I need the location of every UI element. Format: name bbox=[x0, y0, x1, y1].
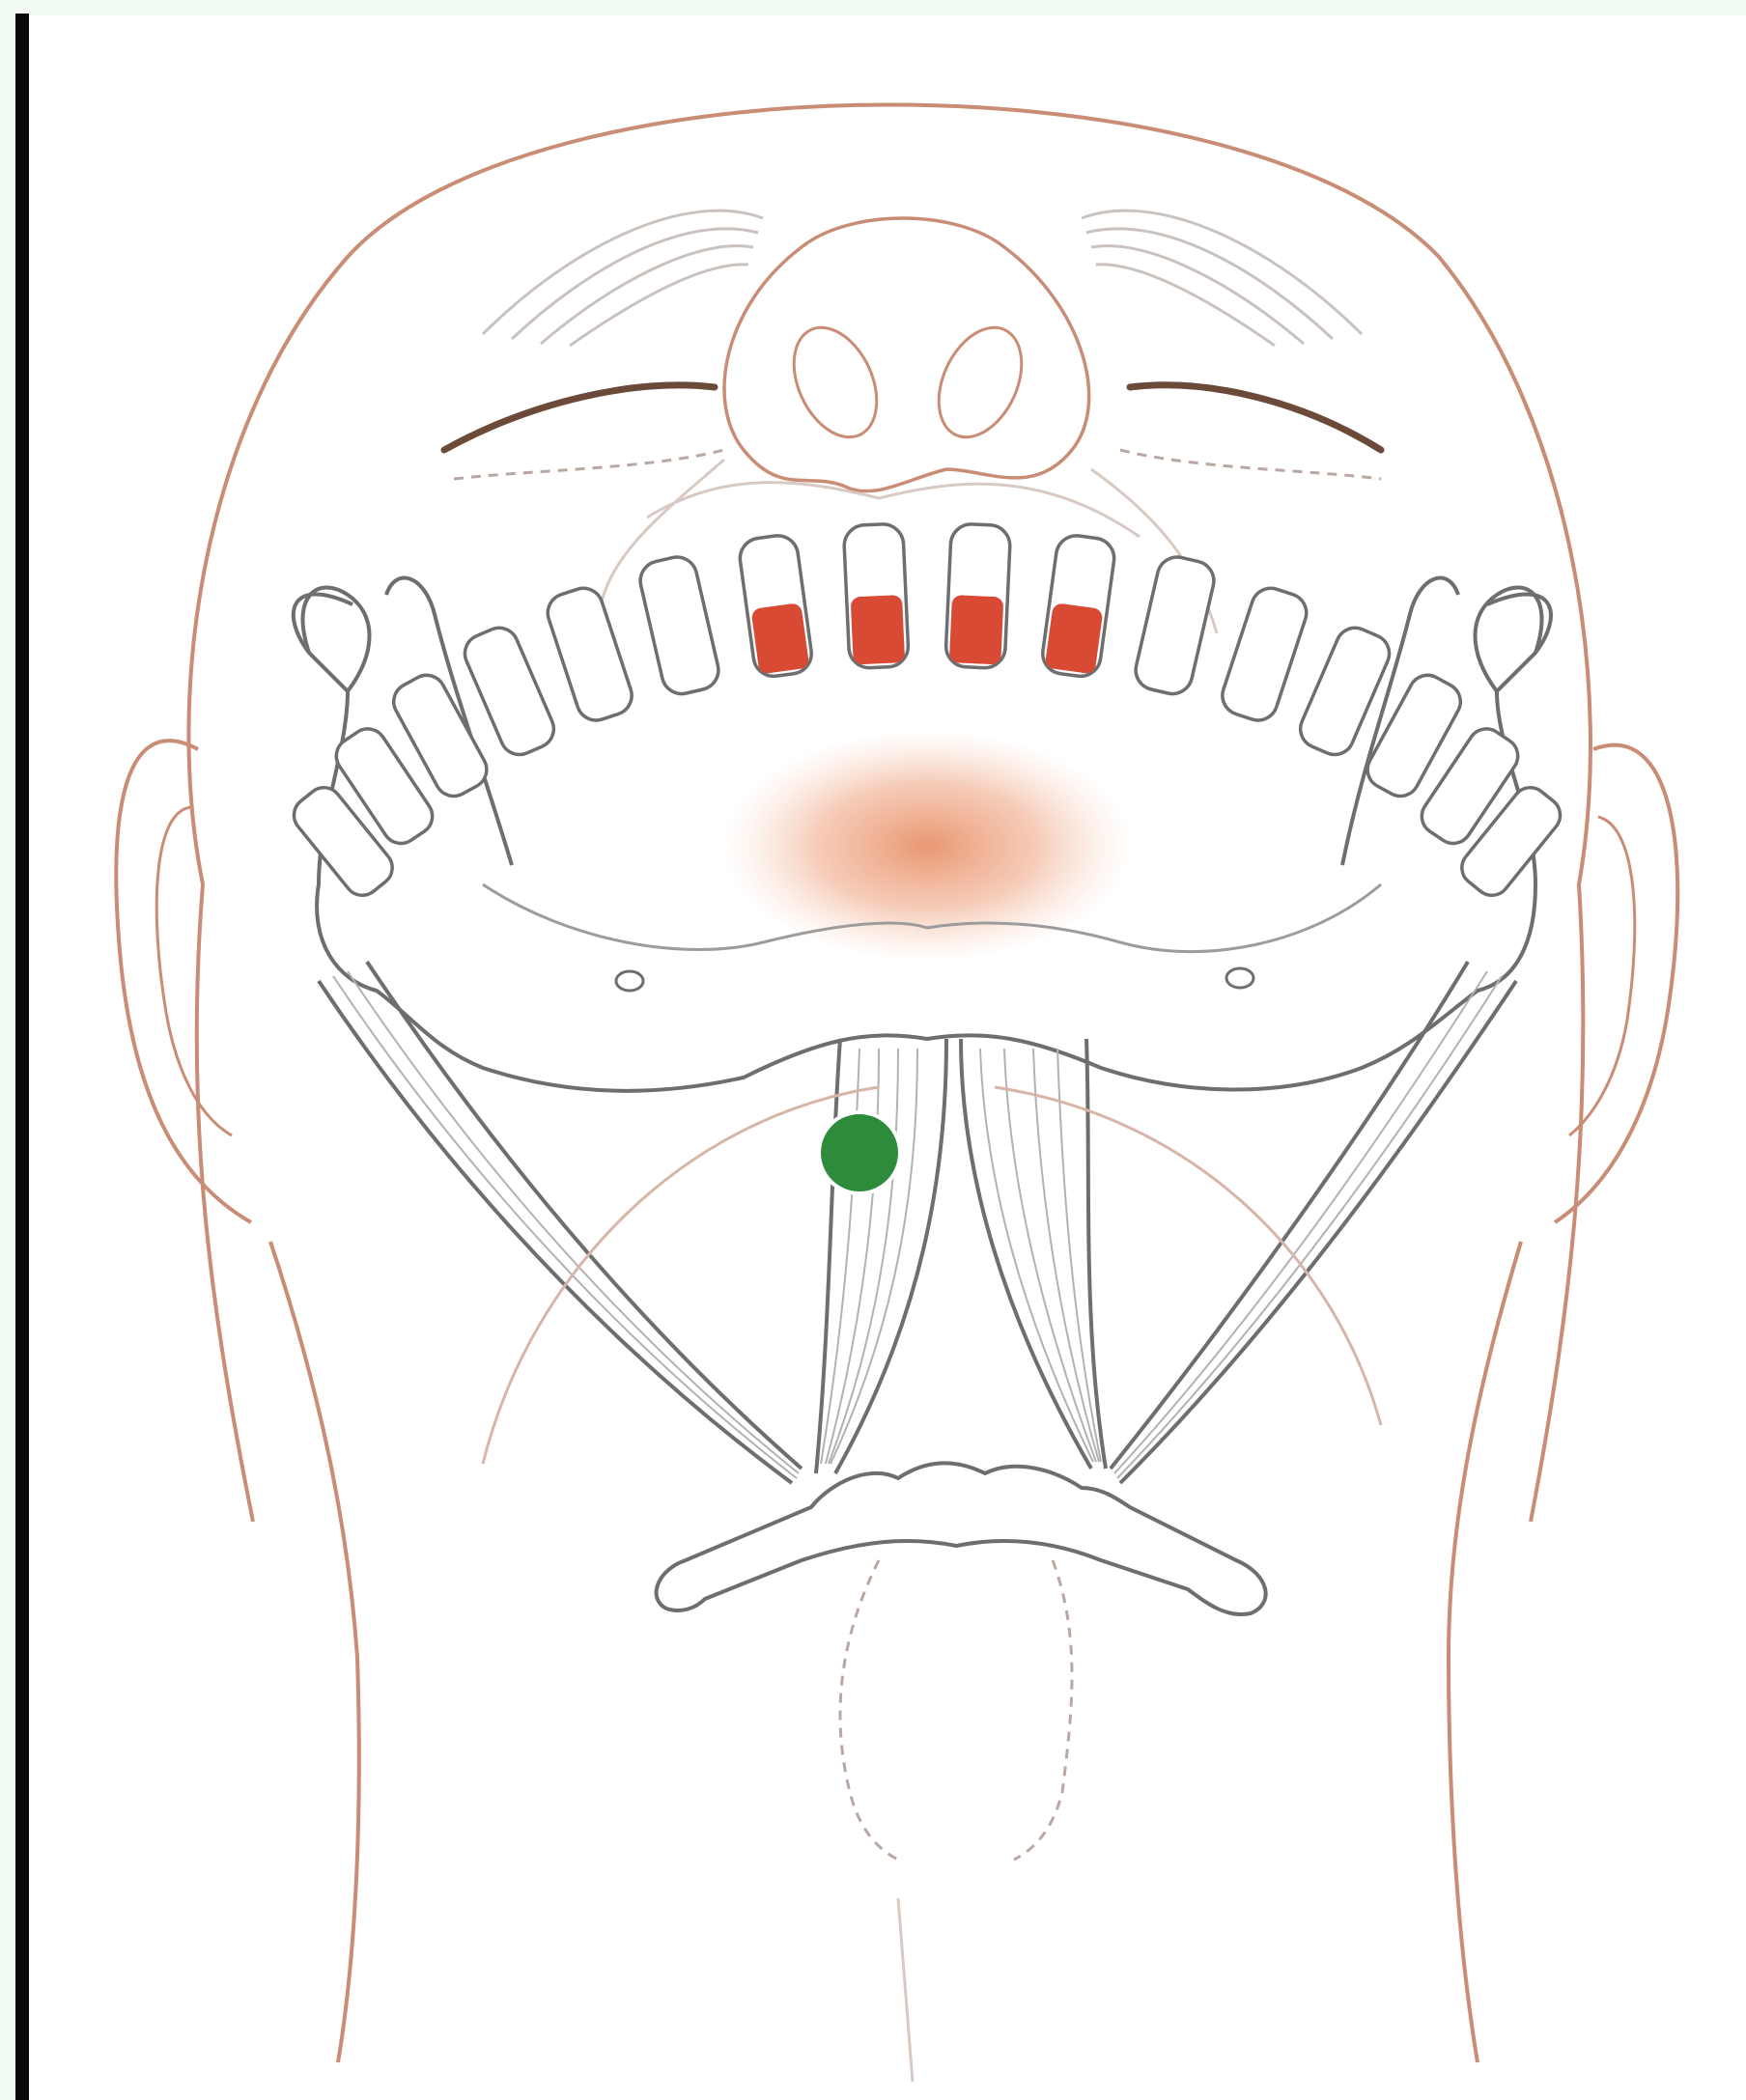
nose-outline bbox=[724, 218, 1089, 491]
left-eyebrow bbox=[483, 210, 763, 346]
digastric-right-anterior-belly bbox=[961, 1039, 1106, 1469]
left-nostril bbox=[777, 315, 893, 451]
right-ear bbox=[1555, 745, 1677, 1222]
left-black-bar bbox=[15, 14, 29, 2100]
right-nostril bbox=[922, 315, 1038, 451]
tooth-crown bbox=[636, 553, 722, 698]
top-frame-band bbox=[0, 0, 1746, 15]
left-eye-closed bbox=[444, 385, 715, 450]
tooth bbox=[1132, 553, 1218, 698]
anatomy-illustration bbox=[29, 15, 1746, 2100]
hyoid-bone bbox=[657, 1463, 1266, 1614]
tooth bbox=[1218, 583, 1311, 725]
trigger-point-icon bbox=[819, 1112, 900, 1193]
right-eye-lower-dashed bbox=[1120, 450, 1381, 479]
painful-tooth-root bbox=[949, 595, 1004, 664]
larynx-dashed-right bbox=[1014, 1560, 1072, 1860]
left-ear bbox=[116, 741, 251, 1222]
illustration-canvas bbox=[29, 15, 1746, 2100]
neck-left-outline bbox=[270, 1242, 359, 2062]
painful-tooth-root bbox=[1045, 602, 1104, 674]
tooth-crown bbox=[1132, 553, 1218, 698]
painful-tooth-root bbox=[851, 595, 906, 664]
tooth-crown bbox=[543, 583, 636, 725]
left-ear-inner bbox=[156, 807, 232, 1135]
tooth bbox=[543, 583, 636, 725]
painful-tooth-root bbox=[750, 602, 809, 674]
digastric-right-posterior-belly bbox=[1111, 962, 1516, 1483]
digastric-left-anterior-belly bbox=[816, 1039, 946, 1473]
right-condyle bbox=[1476, 588, 1542, 692]
neck-midline bbox=[898, 1898, 913, 2082]
painful-tooth bbox=[738, 533, 814, 679]
left-frame-edge bbox=[0, 0, 15, 2100]
right-mental-foramen bbox=[1226, 968, 1253, 988]
painful-tooth bbox=[843, 523, 909, 669]
right-eyebrow bbox=[1082, 210, 1362, 346]
left-condyle bbox=[303, 588, 370, 692]
larynx-dashed-left bbox=[840, 1560, 898, 1860]
right-eye-closed bbox=[1130, 385, 1381, 450]
right-ear-inner bbox=[1569, 817, 1635, 1135]
painful-tooth bbox=[1040, 533, 1116, 679]
digastric-left-posterior-belly bbox=[319, 962, 802, 1483]
neck-right-outline bbox=[1449, 1242, 1521, 2062]
left-eye-lower-dashed bbox=[454, 450, 724, 479]
left-mental-foramen bbox=[616, 971, 643, 991]
tooth-crown bbox=[1218, 583, 1311, 725]
tooth bbox=[636, 553, 722, 698]
painful-tooth bbox=[945, 523, 1011, 669]
